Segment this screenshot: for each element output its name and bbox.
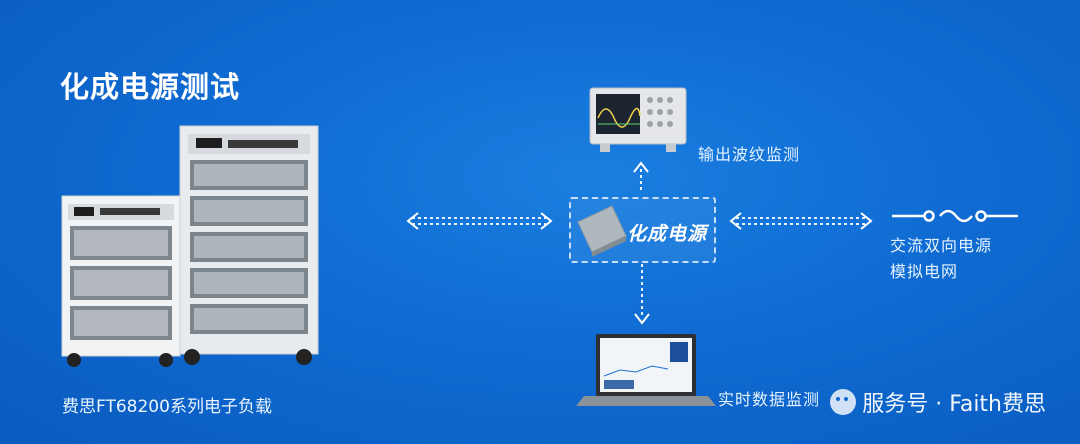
electronic-load-tall-rack [179, 125, 319, 365]
electronic-load-short-rack [61, 195, 181, 367]
watermark-text: 服务号 · Faith费思 [862, 392, 1046, 417]
arrowhead-right-out [860, 212, 873, 230]
page-title: 化成电源测试 [60, 70, 241, 104]
center-box-label: 化成电源 [627, 223, 708, 245]
arrowhead-right-in [729, 212, 742, 230]
watermark: 服务号 · Faith费思 [830, 386, 1046, 418]
arrowhead-left-in [540, 212, 553, 230]
center-process-box [569, 197, 716, 263]
product-caption: 费思FT68200系列电子负载 [62, 397, 272, 417]
top-label: 输出波纹监测 [698, 145, 801, 164]
oscilloscope-icon [589, 87, 687, 152]
wechat-icon [830, 389, 857, 415]
ac-source-symbol-icon [892, 209, 1018, 223]
laptop-icon [576, 334, 716, 406]
right-label-line1: 交流双向电源 [890, 236, 993, 255]
battery-cell-icon [577, 205, 627, 257]
arrowhead-up [633, 161, 649, 173]
arrowhead-down [634, 313, 650, 325]
arrowhead-left-out [406, 212, 419, 230]
right-label-line2: 模拟电网 [890, 262, 959, 281]
bottom-label: 实时数据监测 [718, 390, 821, 409]
